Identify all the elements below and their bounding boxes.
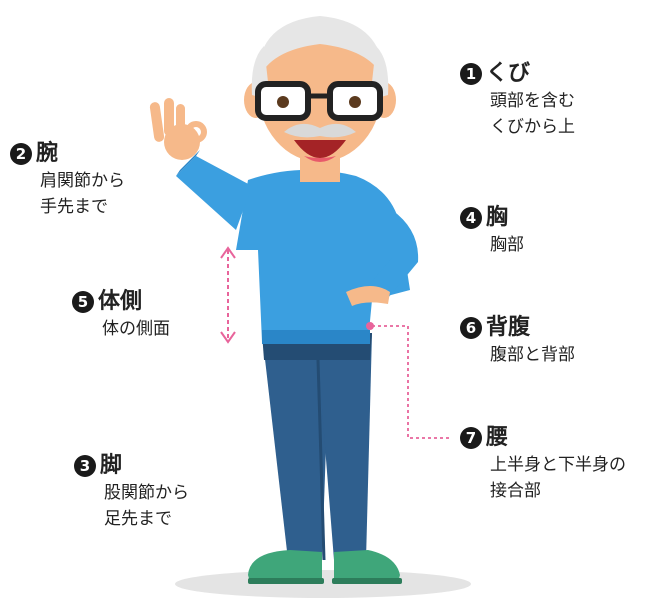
number-badge: 7 — [460, 427, 482, 449]
label-desc-line: 頭部を含む — [490, 91, 575, 111]
label-title: 脚 — [100, 453, 123, 478]
head — [244, 16, 396, 162]
label-desc-line: 肩関節から — [40, 171, 125, 191]
label-desc-line: 手先まで — [40, 197, 108, 217]
number-badge: 4 — [460, 207, 482, 229]
label-title: 体側 — [98, 289, 143, 314]
label-title: くび — [486, 61, 531, 86]
ok-hand — [149, 98, 207, 160]
label-desc-line: 足先まで — [104, 509, 172, 529]
label-desc-line: 上半身と下半身の — [490, 455, 626, 475]
raised-arm — [176, 150, 252, 230]
face-lower — [284, 123, 356, 162]
pants — [262, 333, 372, 561]
label-desc-line: 胸部 — [490, 235, 524, 255]
shirt — [236, 169, 410, 344]
number-badge: 2 — [10, 143, 32, 165]
label-desc-line: 腹部と背部 — [490, 345, 575, 365]
label-desc-line: 接合部 — [490, 481, 541, 501]
side-arrow — [220, 246, 236, 344]
ground-shadow — [175, 570, 471, 598]
label-title: 胸 — [486, 205, 509, 230]
label-desc-line: くびから上 — [490, 117, 575, 137]
label-title: 背腹 — [486, 315, 531, 340]
label-desc-line: 股関節から — [104, 483, 189, 503]
number-badge: 1 — [460, 63, 482, 85]
label-desc-line: 体の側面 — [102, 319, 170, 339]
shoes — [248, 550, 402, 584]
waist-leader — [366, 322, 450, 439]
glasses — [255, 81, 383, 121]
hip-arm — [346, 210, 419, 306]
number-badge: 6 — [460, 317, 482, 339]
number-badge: 3 — [74, 455, 96, 477]
label-title: 腕 — [36, 141, 59, 166]
label-title: 腰 — [486, 425, 509, 450]
number-badge: 5 — [72, 291, 94, 313]
